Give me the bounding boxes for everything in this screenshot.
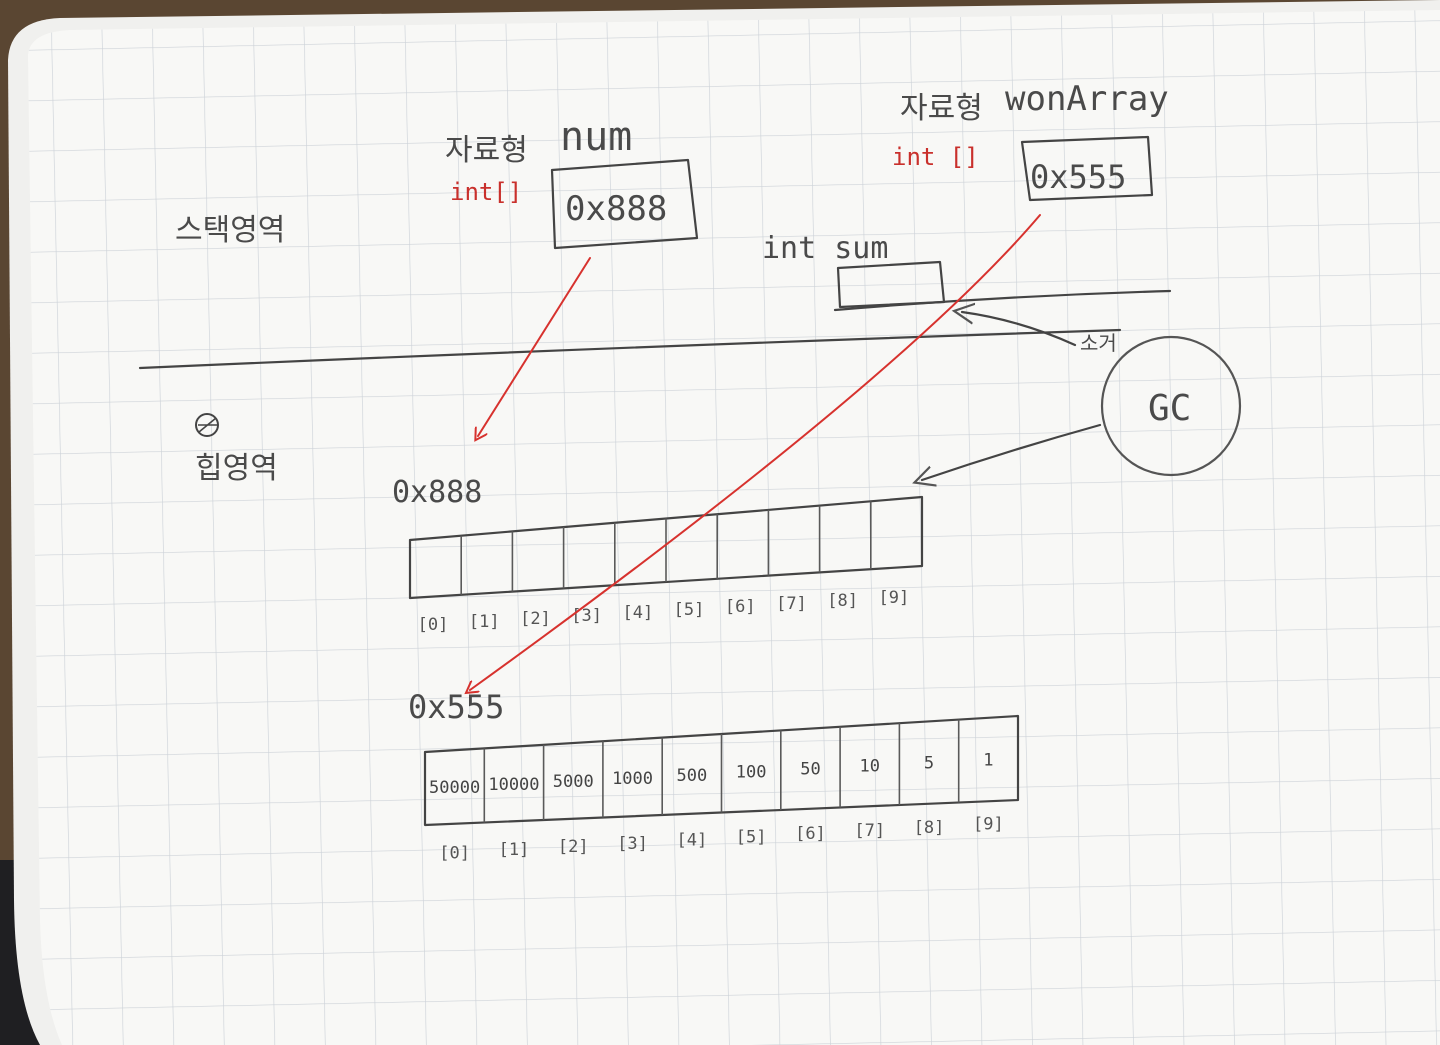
won-array-box <box>423 714 1020 827</box>
num-array-index: [3] <box>571 606 602 626</box>
gc-label: GC <box>1148 388 1191 429</box>
won-array-index: [0] <box>439 843 470 863</box>
num-array-box <box>408 495 924 600</box>
won-array-index: [8] <box>914 818 945 838</box>
stack-top-line <box>833 289 1172 312</box>
grid-paper <box>28 10 1440 1045</box>
won-address-text: 0x555 <box>1030 158 1126 196</box>
num-variable-box <box>550 158 699 250</box>
num-array-index: [4] <box>622 603 653 623</box>
num-array-index: [5] <box>674 600 705 620</box>
gc-arrow-stack <box>962 312 1077 347</box>
num-type-label: int[] <box>450 178 522 206</box>
won-reference-arrow <box>470 214 1041 690</box>
won-array-index: [5] <box>736 827 767 847</box>
num-kind-label: 자료형 <box>445 133 528 168</box>
won-array-value: 10000 <box>488 775 539 795</box>
num-array-index: [7] <box>776 594 807 614</box>
won-array-value: 10 <box>860 757 880 777</box>
won-array-value: 1000 <box>612 769 653 789</box>
num-array-index: [8] <box>827 591 858 611</box>
num-address-text: 0x888 <box>565 189 667 229</box>
won-array-index: [2] <box>558 837 589 857</box>
num-array-index: [2] <box>520 609 551 629</box>
heap-marker-scribble <box>198 417 217 433</box>
won-array-value: 5 <box>924 754 934 774</box>
won-type-label: int [] <box>892 143 979 171</box>
won-array-index: [3] <box>617 834 648 854</box>
won-array-address: 0x555 <box>408 688 504 726</box>
won-array-outline <box>423 714 1020 827</box>
won-variable-box <box>1020 135 1154 202</box>
num-array-index: [6] <box>725 597 756 617</box>
won-array-values: 50000 10000 5000 1000 500 100 50 10 5 1 <box>429 751 993 798</box>
won-array-index: [6] <box>795 824 826 844</box>
gc-note: 소거 <box>1080 331 1117 355</box>
num-reference-arrow <box>478 257 591 436</box>
won-array-value: 500 <box>676 766 707 786</box>
stack-area-label: 스택영역 <box>175 213 285 248</box>
won-kind-label: 자료형 <box>900 91 983 126</box>
won-array-value: 100 <box>736 763 767 783</box>
won-array-value: 1 <box>983 751 993 771</box>
stack-heap-divider <box>138 328 1122 370</box>
won-array-index: [1] <box>499 840 530 860</box>
heap-marker-icon <box>195 413 219 437</box>
num-array-address: 0x888 <box>392 475 482 510</box>
won-array-indices: [0] [1] [2] [3] [4] [5] [6] [7] [8] [9] <box>439 815 1003 864</box>
sum-label: int sum <box>762 231 888 266</box>
won-array-index: [4] <box>676 831 707 851</box>
won-array-value: 5000 <box>553 772 594 792</box>
heap-area-label: 힙영역 <box>195 451 278 486</box>
won-array-index: [7] <box>854 821 885 841</box>
won-array-value: 50 <box>800 760 820 780</box>
num-name-label: num <box>560 114 632 160</box>
num-array-index: [9] <box>878 588 909 608</box>
won-array-index: [9] <box>973 815 1004 835</box>
gc-arrow-heap <box>922 423 1102 480</box>
won-array-value: 50000 <box>429 778 480 798</box>
won-name-label: wonArray <box>1005 79 1169 119</box>
num-array-index: [1] <box>469 612 500 632</box>
num-array-index: [0] <box>418 615 449 635</box>
gc-circle <box>1100 335 1242 477</box>
